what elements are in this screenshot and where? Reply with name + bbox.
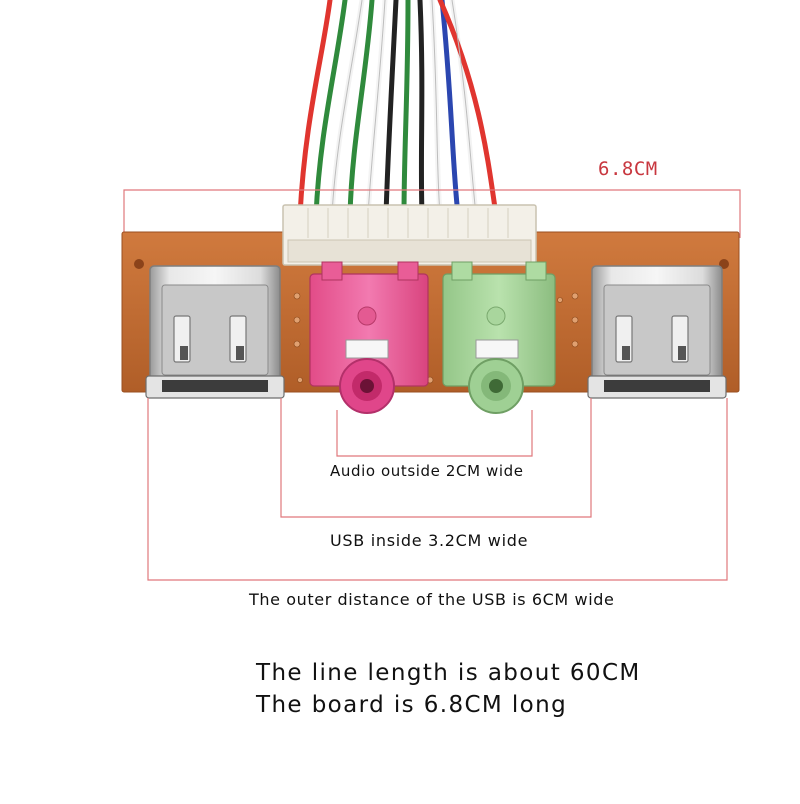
audio-jack-pink [309,261,429,414]
mounting-hole-right [719,259,729,269]
usb-outer-dimension-line [147,398,728,581]
usb-outer-width-label: The outer distance of the USB is 6CM wid… [249,590,615,609]
audio-jack-green [442,261,556,414]
line-length-note: The line length is about 60CM [256,660,641,686]
usb-port-right [587,265,727,399]
usb-inside-dimension-line [280,398,592,518]
usb-port-left [145,265,285,399]
mounting-hole-left [134,259,144,269]
board-length-label: 6.8CM [598,158,658,180]
board-length-dimension-line [123,189,741,238]
cable-header-connector [282,204,537,266]
board-length-note: The board is 6.8CM long [256,692,568,718]
audio-width-label: Audio outside 2CM wide [330,462,524,480]
cable-wires [297,0,499,218]
solder-pads [293,292,579,384]
wire-outline-shading [331,0,477,216]
audio-width-dimension-line [336,410,533,457]
usb-inside-width-label: USB inside 3.2CM wide [330,531,529,550]
